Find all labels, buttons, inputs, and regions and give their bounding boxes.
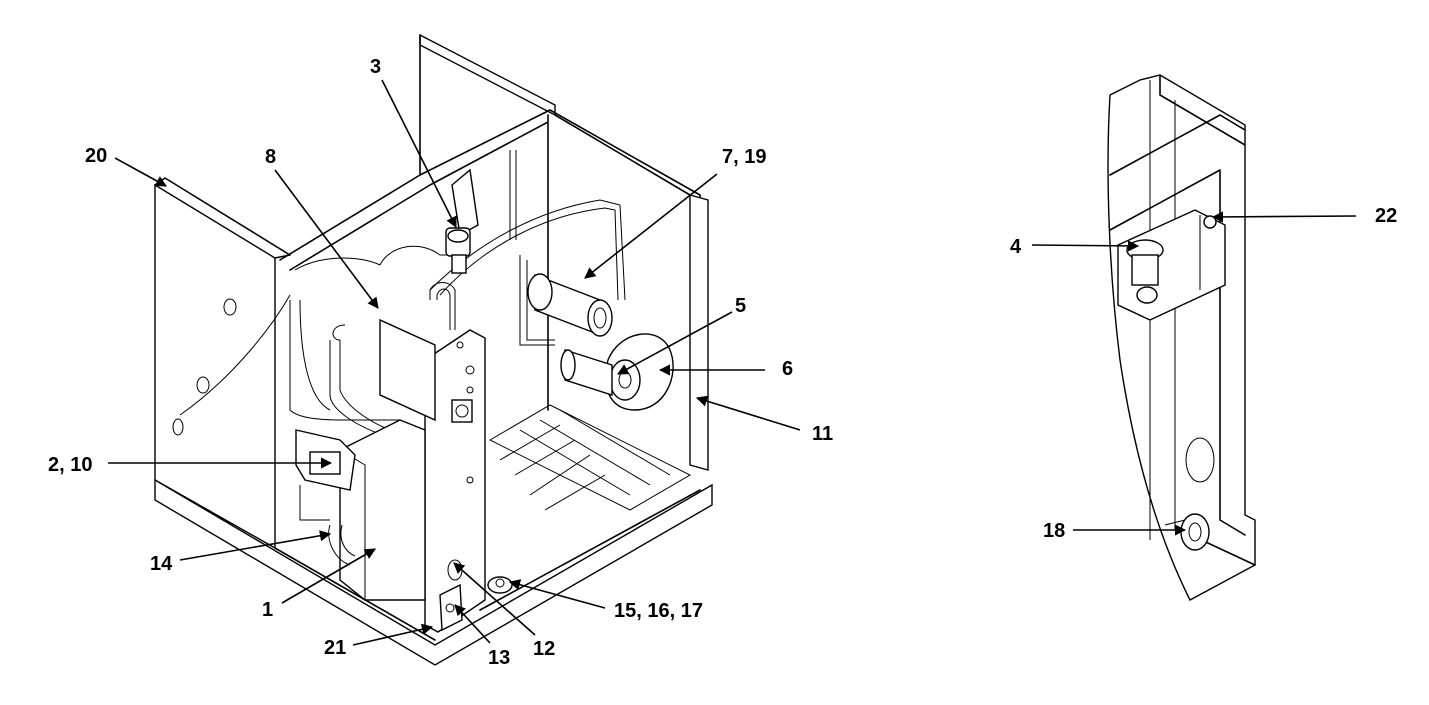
callout-15-16-17: 15, 16, 17 (614, 600, 703, 622)
leader-lines (108, 79, 1357, 646)
callout-18: 18 (1043, 520, 1065, 542)
callout-2-10: 2, 10 (48, 454, 92, 476)
callout-14: 14 (150, 553, 173, 575)
callout-labels: 3 20 8 7, 19 5 6 11 2, 10 14 1 21 13 12 … (48, 56, 1397, 669)
callout-3: 3 (370, 56, 381, 78)
callout-5: 5 (735, 295, 746, 317)
fan-motor-7-19 (527, 273, 613, 337)
callout-22: 22 (1375, 205, 1397, 227)
main-unit-drawing (154, 33, 713, 666)
callout-6: 6 (782, 358, 793, 380)
callout-4: 4 (1010, 236, 1022, 258)
callout-13: 13 (488, 647, 510, 669)
compressor-1 (339, 419, 426, 601)
side-detail-drawing (1107, 74, 1256, 601)
callout-11: 11 (812, 423, 833, 445)
callout-21: 21 (324, 637, 346, 659)
callout-7-19: 7, 19 (722, 146, 766, 168)
solenoid-valve-3 (445, 168, 479, 274)
base-frame (154, 478, 713, 666)
part-4-22-assembly (1117, 209, 1226, 321)
component-5-6 (560, 333, 674, 411)
callout-1: 1 (262, 599, 273, 621)
callout-12: 12 (533, 638, 555, 660)
bracket-12 (424, 329, 486, 633)
callout-8: 8 (265, 146, 276, 168)
callout-20: 20 (85, 145, 107, 167)
